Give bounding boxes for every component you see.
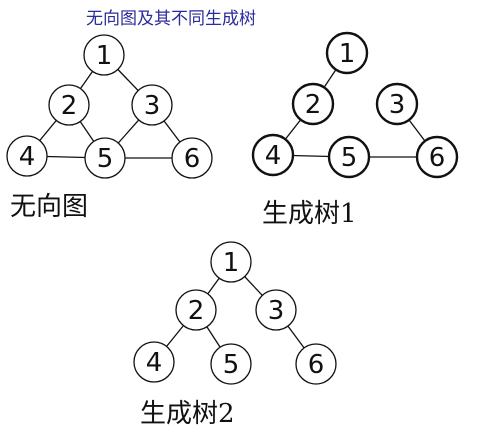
diagram-title: 无向图及其不同生成树 [86, 9, 256, 29]
tree2-node-5-circle [210, 343, 252, 385]
undirected-node-6-circle [171, 137, 213, 179]
tree1-node-2: 2 [291, 82, 335, 126]
tree2-node-4-label: 4 [146, 348, 163, 378]
tree2-node-3-label: 3 [268, 296, 285, 326]
tree2-node-4: 4 [133, 341, 175, 383]
tree2-node-4-circle [133, 341, 175, 383]
tree1-node-6-label: 6 [429, 143, 446, 173]
tree2-node-1-label: 1 [223, 248, 240, 278]
tree1-node-2-circle [291, 82, 335, 126]
undirected-node-4-circle [6, 135, 48, 177]
tree1-node-3: 3 [375, 82, 419, 126]
undirected-node-5: 5 [84, 137, 126, 179]
undirected-node-1-circle [83, 34, 125, 76]
tree2-node-3-circle [255, 289, 297, 331]
tree1-node-5-circle [327, 135, 371, 179]
tree2-node-1: 1 [210, 241, 252, 283]
tree1-node-1-circle [325, 31, 369, 75]
undirected-node-1: 1 [83, 34, 125, 76]
tree1-node-4-circle [251, 133, 295, 177]
tree2-node-6: 6 [295, 343, 337, 385]
tree1-node-1-label: 1 [339, 39, 356, 69]
tree1-node-4: 4 [251, 133, 295, 177]
undirected-node-3-label: 3 [144, 91, 161, 121]
undirected-node-4: 4 [6, 135, 48, 177]
tree1-node-3-circle [375, 82, 419, 126]
undirected-node-5-circle [84, 137, 126, 179]
spanning-tree-2-caption: 生成树2 [140, 399, 235, 429]
tree1-node-2-label: 2 [305, 90, 322, 120]
tree2-node-2-label: 2 [188, 296, 205, 326]
tree1-node-5: 5 [327, 135, 371, 179]
tree1-node-5-label: 5 [341, 143, 358, 173]
tree2-node-1-circle [210, 241, 252, 283]
undirected-node-6: 6 [171, 137, 213, 179]
undirected-node-2-label: 2 [61, 91, 78, 121]
undirected-node-2: 2 [48, 84, 90, 126]
undirected-graph: 12 3 4 5 6 [6, 34, 213, 179]
undirected-node-2-circle [48, 84, 90, 126]
tree1-node-6: 6 [415, 135, 459, 179]
tree2-node-6-label: 6 [308, 350, 325, 380]
spanning-tree-1: 12 3 4 5 6 [251, 31, 459, 179]
undirected-node-5-label: 5 [97, 144, 114, 174]
tree1-node-1: 1 [325, 31, 369, 75]
undirected-node-6-label: 6 [184, 144, 201, 174]
tree1-node-4-label: 4 [265, 141, 282, 171]
undirected-graph-caption: 无向图 [10, 192, 89, 222]
spanning-tree-1-caption: 生成树1 [262, 199, 357, 229]
tree2-node-2-circle [175, 289, 217, 331]
tree1-node-3-label: 3 [389, 90, 406, 120]
spanning-tree-2: 12 3 4 5 6 [133, 241, 337, 385]
tree2-node-2: 2 [175, 289, 217, 331]
tree2-node-5: 5 [210, 343, 252, 385]
tree2-node-5-label: 5 [223, 350, 240, 380]
tree1-node-6-circle [415, 135, 459, 179]
undirected-node-3: 3 [131, 84, 173, 126]
tree2-node-6-circle [295, 343, 337, 385]
undirected-node-4-label: 4 [19, 142, 36, 172]
undirected-node-3-circle [131, 84, 173, 126]
undirected-node-1-label: 1 [96, 41, 113, 71]
tree2-node-3: 3 [255, 289, 297, 331]
